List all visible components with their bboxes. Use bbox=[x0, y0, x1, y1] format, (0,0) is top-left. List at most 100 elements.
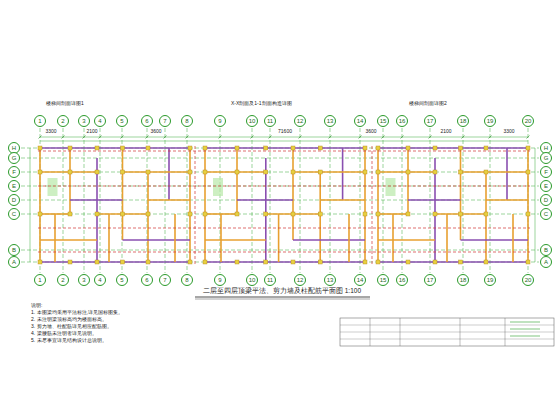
axis-bubble: 4 bbox=[94, 274, 106, 286]
dimension-tick bbox=[429, 136, 432, 139]
column bbox=[376, 146, 380, 150]
dimension: 2100 bbox=[85, 129, 98, 135]
column bbox=[459, 170, 463, 174]
dimension-line bbox=[30, 148, 31, 262]
axis-bubble: 13 bbox=[324, 115, 336, 127]
column bbox=[406, 212, 410, 216]
column bbox=[121, 212, 125, 216]
wall-line bbox=[70, 199, 123, 201]
dimension-tick bbox=[382, 136, 385, 139]
column bbox=[188, 260, 192, 264]
beam-line bbox=[38, 186, 530, 187]
dimension-tick bbox=[164, 136, 167, 139]
axis-bubble: G bbox=[540, 152, 552, 164]
wall-line bbox=[342, 148, 344, 200]
wall-line bbox=[378, 239, 435, 241]
axis-number: 18 bbox=[460, 118, 467, 124]
column bbox=[235, 260, 239, 264]
axis-number: 3 bbox=[82, 277, 85, 283]
note: 1. 本图梁均采用平法标注,详见国标图集。 bbox=[30, 310, 124, 316]
column bbox=[459, 260, 463, 264]
title-block-line bbox=[340, 325, 554, 326]
wall-line bbox=[236, 148, 238, 214]
axis-bubble: D bbox=[540, 194, 552, 206]
column bbox=[188, 212, 192, 216]
caption-underline bbox=[195, 297, 370, 298]
column bbox=[376, 212, 380, 216]
column bbox=[121, 146, 125, 150]
axis-bubble: 16 bbox=[396, 115, 408, 127]
axis-number: 6 bbox=[145, 118, 148, 124]
axis-bubble: 10 bbox=[246, 115, 258, 127]
axis-bubble: 2 bbox=[57, 115, 69, 127]
column bbox=[95, 146, 99, 150]
wall-line bbox=[378, 261, 528, 263]
axis-number: 17 bbox=[427, 118, 434, 124]
axis-bubble: 4 bbox=[94, 115, 106, 127]
axis-number: C bbox=[12, 211, 16, 217]
column bbox=[235, 212, 239, 216]
axis-number: 8 bbox=[185, 277, 188, 283]
column bbox=[188, 170, 192, 174]
column bbox=[406, 146, 410, 150]
column bbox=[406, 260, 410, 264]
column bbox=[203, 146, 207, 150]
wall-line bbox=[461, 171, 529, 173]
column bbox=[264, 170, 268, 174]
stair-fill bbox=[386, 178, 396, 196]
column bbox=[318, 170, 322, 174]
column bbox=[188, 146, 192, 150]
wall-line bbox=[54, 214, 56, 262]
dimension: 2100 bbox=[439, 129, 452, 135]
wall-line bbox=[320, 199, 365, 201]
note: 说明: bbox=[30, 303, 43, 309]
wall-line bbox=[446, 214, 448, 262]
wall-line bbox=[237, 199, 293, 201]
axis-number: F bbox=[544, 169, 548, 175]
axis-number: 13 bbox=[327, 118, 334, 124]
wall-line bbox=[461, 239, 529, 241]
column bbox=[318, 260, 322, 264]
column bbox=[376, 170, 380, 174]
wall-line bbox=[123, 239, 191, 241]
axis-bubble: 17 bbox=[424, 274, 436, 286]
wall-line bbox=[486, 199, 528, 201]
axis-number: 4 bbox=[98, 277, 101, 283]
axis-number: 15 bbox=[380, 277, 387, 283]
dimension-line bbox=[40, 137, 528, 138]
dimension-tick bbox=[401, 136, 404, 139]
column bbox=[484, 170, 488, 174]
axis-bubble: 18 bbox=[457, 115, 469, 127]
axis-number: B bbox=[544, 247, 548, 253]
dimension-tick bbox=[462, 136, 465, 139]
axis-number: 20 bbox=[525, 277, 532, 283]
axis-number: 5 bbox=[120, 118, 123, 124]
axis-bubble: 1 bbox=[34, 274, 46, 286]
dimension-tick bbox=[219, 136, 222, 139]
column bbox=[38, 260, 42, 264]
axis-bubble: 19 bbox=[484, 274, 496, 286]
column bbox=[484, 212, 488, 216]
axis-number: 19 bbox=[487, 118, 494, 124]
dimension-tick bbox=[83, 136, 86, 139]
axis-number: 1 bbox=[38, 118, 41, 124]
dimension-tick bbox=[62, 136, 65, 139]
axis-number: 11 bbox=[267, 118, 273, 124]
axis-bubble: B bbox=[8, 244, 20, 256]
axis-number: 14 bbox=[357, 118, 364, 124]
dimension-tick bbox=[251, 136, 254, 139]
column bbox=[376, 260, 380, 264]
column bbox=[38, 170, 42, 174]
axis-number: H bbox=[544, 145, 548, 151]
note: 3. 剪力墙、柱配筋详见相应配筋图。 bbox=[30, 324, 113, 330]
axis-bubble: 9 bbox=[214, 115, 226, 127]
beam-line bbox=[38, 228, 530, 229]
dimension-tick bbox=[186, 136, 189, 139]
axis-number: D bbox=[12, 197, 16, 203]
column bbox=[121, 260, 125, 264]
axis-bubble: D bbox=[8, 194, 20, 206]
column bbox=[146, 212, 150, 216]
dimension-tick bbox=[121, 136, 124, 139]
axis-bubble: 3 bbox=[78, 115, 90, 127]
dimension: 3300 bbox=[502, 129, 515, 135]
